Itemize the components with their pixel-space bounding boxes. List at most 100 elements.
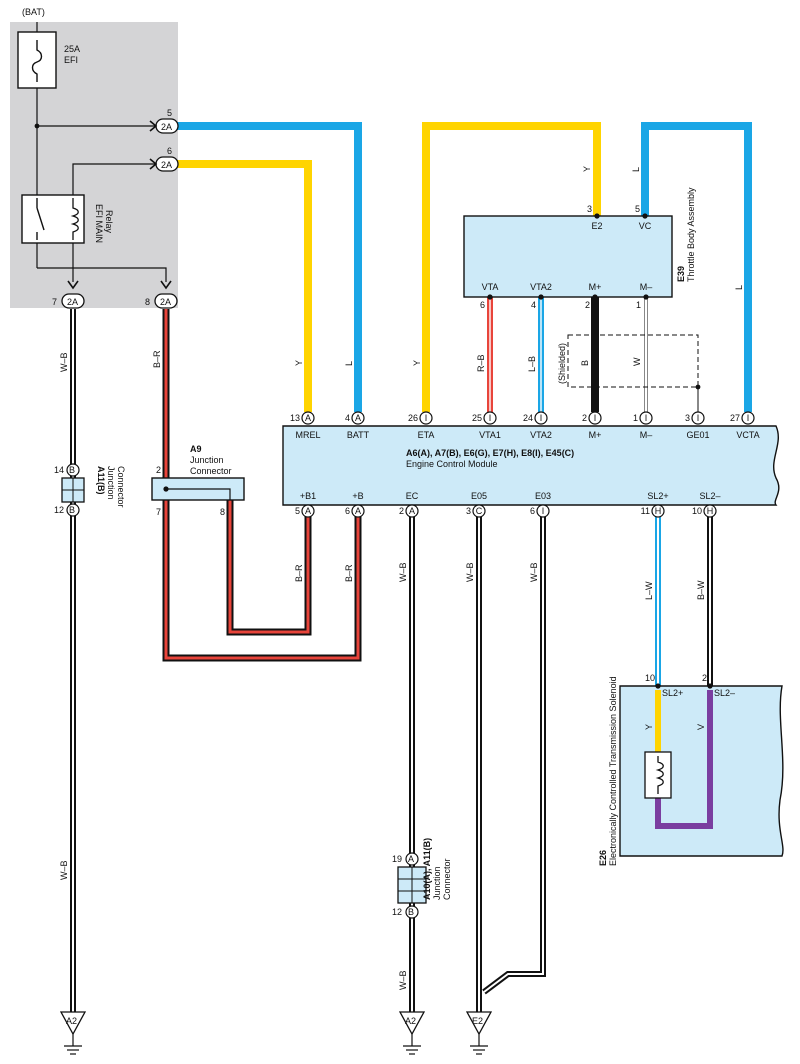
ecm-pin-num: 11 [641, 506, 650, 516]
throttle-pin-name: E2 [591, 221, 602, 231]
label-y-eta: Y [412, 360, 422, 366]
fuse-efi: 25A EFI [17, 31, 80, 89]
relay-body [21, 194, 85, 244]
a10-code: A10(A), A11(B) [422, 838, 432, 900]
relay-connector-pin-7: 2A 7 [52, 280, 85, 309]
shielded-label: (Shielded) [557, 343, 567, 384]
ecm-pin-conn: A [305, 413, 311, 423]
label-w: W [632, 357, 642, 366]
relay-connector-pin-6: 2A 6 [149, 146, 179, 172]
ecm-pin-num: 26 [408, 413, 418, 423]
wire-y-mrel [176, 160, 312, 412]
svg-text:A2: A2 [405, 1016, 416, 1026]
label-wb-left-bottom: W–B [59, 860, 69, 880]
svg-text:A: A [408, 854, 414, 864]
svg-text:12: 12 [392, 907, 402, 917]
label-br-b1: B–R [294, 564, 304, 582]
fuse-name: EFI [64, 55, 78, 65]
solenoid-pin-b-num: 2 [702, 673, 707, 683]
throttle-name: Throttle Body Assembly [686, 187, 696, 282]
relay-coil-icon [70, 198, 79, 240]
wire-l-batt [176, 122, 362, 412]
wire-color-labels: L Y Y Y L L R–B L–B B W W–B W–B B–R B–R … [59, 166, 744, 990]
bat-label: (BAT) [22, 7, 45, 17]
a11-left-name-2: Connector [116, 466, 126, 508]
ecm-pin-name: M– [640, 430, 653, 440]
svg-text:2A: 2A [160, 297, 171, 307]
junction-connector-a11-left: B 14 B 12 A11(B) Junction Connector [54, 463, 126, 517]
throttle-pin-name: M– [640, 282, 653, 292]
solenoid-wire-v [655, 690, 713, 829]
ecm-pin-conn: I [747, 413, 750, 423]
svg-text:B: B [408, 907, 414, 917]
junction-connector-a9: A9 Junction Connector 2 7 8 [151, 444, 245, 517]
a11-left-code: A11(B) [96, 466, 106, 495]
wire-wb-e03 [482, 514, 546, 995]
ecm-pin-name: VTA2 [530, 430, 552, 440]
ecm-pin-num: 6 [530, 506, 535, 516]
label-l-batt: L [344, 361, 354, 366]
label-br-left: B–R [152, 350, 162, 368]
relay-name: EFI MAIN [94, 204, 104, 243]
label-br-b: B–R [344, 564, 354, 582]
ecm-pin-conn: I [540, 413, 543, 423]
ecm-pin-name: EC [406, 491, 419, 501]
ecm-body [282, 425, 780, 506]
label-rb: R–B [476, 354, 486, 372]
relay-switch-icon [36, 198, 45, 240]
svg-text:E2: E2 [472, 1016, 483, 1026]
efi-main-relay: EFI MAIN Relay [21, 194, 114, 244]
a10-name-2: Connector [442, 858, 452, 900]
svg-text:19: 19 [392, 854, 402, 864]
a9-pin-7: 7 [156, 507, 161, 517]
ecm-pin-name: VCTA [736, 430, 759, 440]
throttle-pin-num: 5 [635, 204, 640, 214]
label-b: B [580, 360, 590, 366]
label-y-e2: Y [582, 166, 592, 172]
label-l-vcta: L [734, 285, 744, 290]
ecm-pin-SL2+: SL2+H11 [641, 491, 669, 518]
ecm-pin-num: 24 [523, 413, 533, 423]
svg-text:2A: 2A [67, 297, 78, 307]
label-wb-e05: W–B [465, 562, 475, 582]
ecm-pin-num: 27 [730, 413, 740, 423]
ecm-pin-num: 10 [692, 506, 702, 516]
throttle-pin-num: 2 [585, 300, 590, 310]
throttle-pin-name: M+ [589, 282, 602, 292]
ecm-pin-conn: I [697, 413, 700, 423]
solenoid-pin-a-num: 10 [645, 673, 655, 683]
throttle-pin-M–: M– 1 [636, 282, 652, 310]
ecm-pin-num: 1 [633, 413, 638, 423]
relay-connector-pin-5: 2A 5 [149, 108, 179, 134]
svg-text:2A: 2A [161, 160, 172, 170]
wire-l-vcta-vc [641, 122, 752, 412]
label-wb-ec: W–B [398, 562, 408, 582]
ecm-pin-name: +B [352, 491, 363, 501]
svg-text:14: 14 [54, 465, 64, 475]
svg-text:2A: 2A [161, 122, 172, 132]
throttle-pin-num: 1 [636, 300, 641, 310]
ecm-pin-conn: I [645, 413, 648, 423]
a9-pin-2: 2 [156, 465, 161, 475]
ecm-pin-SL2–: SL2–H10 [692, 491, 721, 518]
ecm-pin-name: M+ [589, 430, 602, 440]
ecm-pin-num: 4 [345, 413, 350, 423]
label-wb-left-top: W–B [59, 352, 69, 372]
ecm-pin-conn: A [305, 506, 311, 516]
ecm-pin-num: 6 [345, 506, 350, 516]
ecm-pin-conn: A [355, 413, 361, 423]
ecm-pin-conn: I [542, 506, 545, 516]
label-lb: L–B [527, 356, 537, 372]
svg-text:B: B [69, 465, 75, 475]
solenoid-pin-a-name: SL2+ [662, 688, 683, 698]
throttle-pin-num: 4 [531, 300, 536, 310]
